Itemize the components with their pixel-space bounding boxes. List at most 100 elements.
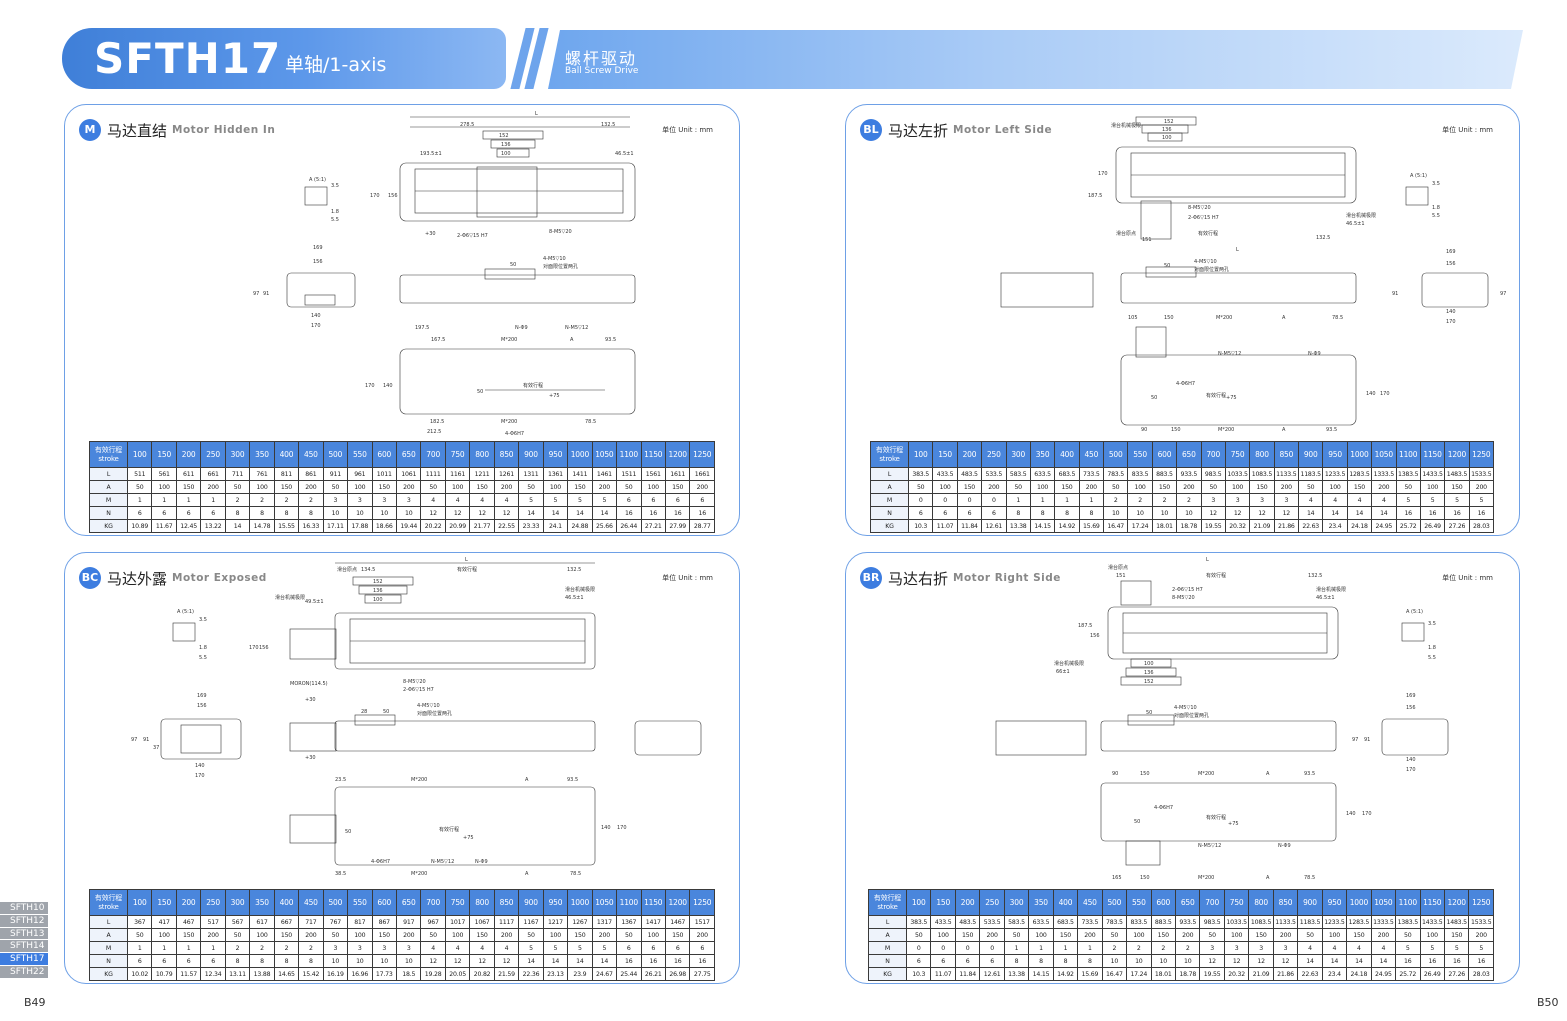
stroke-value: 1000 — [567, 889, 593, 916]
svg-text:132.5: 132.5 — [1308, 573, 1322, 579]
table-cell: 383.5 — [905, 915, 932, 929]
table-cell: 23.4 — [1321, 967, 1348, 981]
table-cell: 6 — [126, 954, 153, 968]
table-cell: 200 — [689, 480, 715, 494]
table-cell: 50 — [1395, 480, 1421, 494]
table-cell: 150 — [371, 480, 397, 494]
table-cell: 100 — [151, 928, 177, 942]
table-cell: 12 — [469, 506, 495, 520]
table-cell: 8 — [1003, 954, 1030, 968]
table-cell: 100 — [542, 928, 569, 942]
stroke-value: 1200 — [664, 889, 691, 916]
svg-text:49.5±1: 49.5±1 — [305, 599, 324, 605]
table-cell: 6 — [640, 941, 666, 955]
panel-title-cn: 马达左折 — [888, 121, 949, 140]
stroke-value: 350 — [1029, 441, 1056, 468]
table-cell: 12 — [1248, 954, 1274, 968]
stroke-value: 1100 — [616, 889, 642, 916]
svg-text:A: A — [1282, 427, 1286, 433]
table-cell: 13.11 — [224, 967, 251, 981]
svg-text:4-M5▽10: 4-M5▽10 — [1174, 705, 1197, 711]
svg-text:136: 136 — [1162, 127, 1172, 133]
table-cell: 21.09 — [1248, 967, 1274, 981]
row-label: L — [870, 467, 909, 481]
table-cell: 150 — [175, 480, 202, 494]
table-cell: 200 — [298, 480, 324, 494]
stroke-value: 1100 — [616, 441, 642, 468]
svg-text:A: A — [525, 871, 529, 877]
table-cell: 433.5 — [932, 467, 958, 481]
table-cell: 100 — [1419, 928, 1445, 942]
svg-text:滑台机械极限: 滑台机械极限 — [1316, 586, 1346, 593]
table-cell: 3 — [371, 493, 397, 507]
svg-text:滑台机械极限: 滑台机械极限 — [565, 586, 595, 593]
svg-text:23.5: 23.5 — [335, 777, 346, 783]
table-cell: 1411 — [567, 467, 593, 481]
table-cell: 14 — [1321, 954, 1348, 968]
svg-text:M*200: M*200 — [1198, 875, 1214, 881]
svg-text:134.5: 134.5 — [361, 567, 375, 573]
side-nav-item[interactable]: SFTH13 — [0, 927, 48, 941]
table-cell: 27.26 — [1443, 967, 1470, 981]
table-cell: 16.33 — [298, 519, 324, 533]
svg-text:对面限位置两孔: 对面限位置两孔 — [1174, 712, 1209, 719]
table-cell: 26.44 — [616, 519, 642, 533]
table-cell: 3 — [1249, 493, 1275, 507]
svg-text:152: 152 — [499, 133, 509, 139]
table-cell: 150 — [469, 928, 495, 942]
svg-text:156: 156 — [197, 703, 207, 709]
svg-text:46.5±1: 46.5±1 — [1346, 221, 1365, 227]
table-cell: 0 — [907, 493, 934, 507]
table-cell: 14 — [1322, 506, 1348, 520]
table-cell: 100 — [1224, 480, 1251, 494]
table-cell: 583.5 — [1003, 915, 1030, 929]
table-cell: 10 — [395, 954, 422, 968]
table-cell: 933.5 — [1176, 467, 1202, 481]
side-nav-item[interactable]: SFTH10 — [0, 902, 48, 915]
svg-text:170: 170 — [1406, 767, 1416, 773]
table-cell: 4 — [1322, 493, 1348, 507]
side-nav-item[interactable]: SFTH14 — [0, 940, 48, 954]
stroke-value: 350 — [249, 889, 275, 916]
svg-text:50: 50 — [1146, 710, 1152, 716]
table-cell: 1 — [200, 493, 226, 507]
stroke-value: 700 — [1200, 441, 1226, 468]
table-cell: 10 — [371, 506, 397, 520]
stroke-value: 450 — [1078, 441, 1105, 468]
svg-text:N-M5▽12: N-M5▽12 — [1198, 843, 1221, 849]
table-cell: 1 — [126, 493, 153, 507]
stroke-value: 100 — [907, 441, 934, 468]
side-nav-item[interactable]: SFTH22 — [0, 965, 48, 979]
svg-text:L: L — [465, 557, 468, 563]
svg-text:有效行程: 有效行程 — [457, 566, 477, 573]
stroke-value: 1150 — [640, 889, 666, 916]
table-cell: 1133.5 — [1273, 467, 1300, 481]
table-cell: 16 — [616, 954, 642, 968]
table-cell: 200 — [1174, 928, 1201, 942]
table-cell: 1611 — [664, 467, 691, 481]
svg-text:MORON(114.5): MORON(114.5) — [290, 681, 328, 687]
table-cell: 6 — [200, 954, 226, 968]
svg-text:50: 50 — [510, 262, 516, 268]
svg-text:100: 100 — [1162, 135, 1172, 141]
stroke-value: 150 — [151, 889, 177, 916]
svg-text:151: 151 — [1116, 573, 1126, 579]
table-cell: 5 — [567, 941, 593, 955]
table-cell: 100 — [249, 928, 275, 942]
side-nav-item[interactable]: SFTH17 — [0, 953, 48, 966]
table-cell: 8 — [273, 954, 300, 968]
table-cell: 583.5 — [1005, 467, 1031, 481]
svg-text:169: 169 — [1446, 249, 1456, 255]
side-nav-item[interactable]: SFTH12 — [0, 914, 48, 928]
table-cell: 16 — [1468, 506, 1495, 520]
table-cell: 16.47 — [1101, 967, 1128, 981]
stroke-header-label: 有效行程 stroke — [89, 441, 128, 468]
svg-text:1.8: 1.8 — [1428, 645, 1436, 651]
table-cell: 20.22 — [420, 519, 446, 533]
table-cell: 10 — [1127, 506, 1153, 520]
